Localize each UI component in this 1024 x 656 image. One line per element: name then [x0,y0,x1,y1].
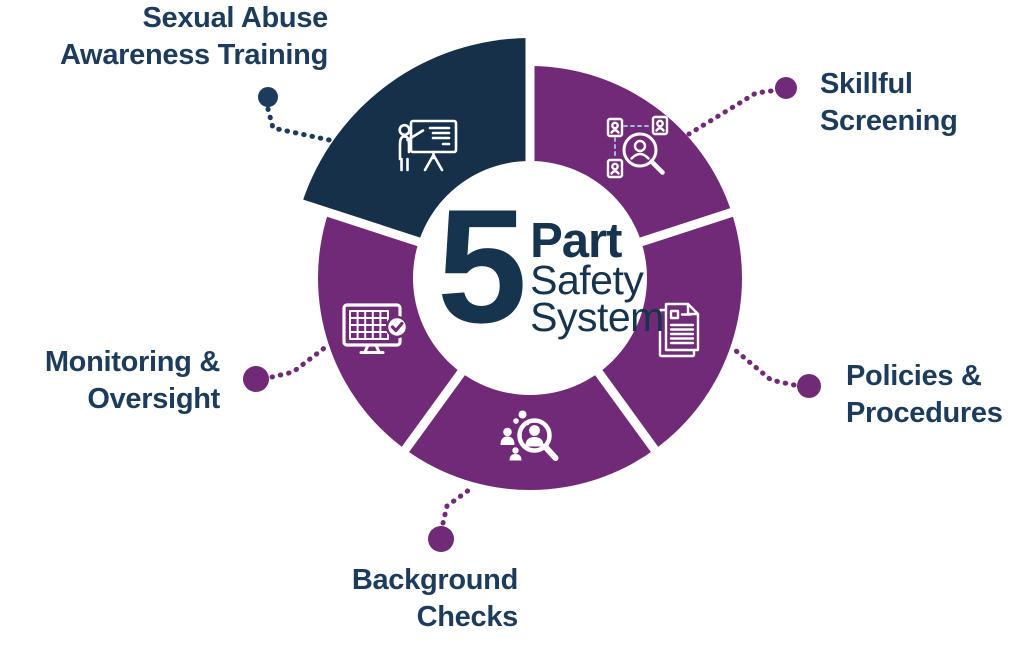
documents-icon [658,302,700,358]
monitor-checklist-icon [342,303,409,354]
training-connector-line [265,106,337,144]
presentation-trainer-icon [398,119,458,172]
background-connector-line [440,484,476,526]
center-word-part: Part [530,214,622,268]
center-number: 5 [437,176,527,357]
training-connector-dot [258,87,278,107]
policies-connector-dot [797,374,821,398]
label-background: Background Checks [351,564,518,633]
policies-connector-line [732,347,797,388]
center-word-system: System [530,294,664,340]
label-monitoring: Monitoring & Oversight [44,346,220,415]
center-circle [413,161,647,395]
badges-magnifier-icon [606,115,669,179]
monitoring-connector-line [269,343,330,380]
label-training: Sexual Abuse Awareness Training [59,2,328,71]
background-connector-dot [428,526,454,552]
connectors [243,77,821,552]
people-magnifier-icon [500,410,559,461]
center-title: 5 Part Safety System [437,176,664,357]
monitoring-connector-dot [243,366,269,392]
screening-connector-line [686,88,774,137]
label-screening: Skillful Screening [820,68,958,137]
screening-connector-dot [775,77,797,99]
center-word-safety: Safety [530,257,644,303]
label-policies: Policies & Procedures [846,360,1003,429]
